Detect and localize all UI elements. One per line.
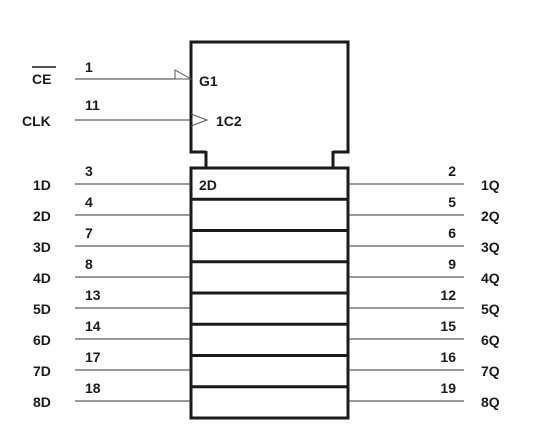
input-pins: 1D 3 2D 4 3D 7 4D 8 5D 13 6D 14 7D 17 8D 18: [33, 163, 191, 410]
output-label: 3Q: [481, 239, 500, 255]
output-label: 7Q: [481, 363, 500, 379]
output-pin-number: 6: [448, 225, 456, 241]
output-pin-number: 16: [440, 349, 456, 365]
output-pin-number: 15: [440, 318, 456, 334]
output-label: 6Q: [481, 332, 500, 348]
clock-edge-icon: [190, 113, 209, 127]
ce-qualifier: G1: [199, 73, 218, 89]
control-block: [189, 40, 350, 154]
input-label: 4D: [33, 270, 51, 286]
clk-label: CLK: [22, 113, 51, 129]
output-label: 8Q: [481, 394, 500, 410]
first-cell-label: 2D: [199, 177, 217, 193]
output-label: 4Q: [481, 270, 500, 286]
input-label: 1D: [33, 177, 51, 193]
input-pin-number: 14: [85, 318, 101, 334]
input-pin-number: 3: [85, 163, 93, 179]
input-label: 7D: [33, 363, 51, 379]
input-pin-number: 17: [85, 349, 101, 365]
output-pin-number: 12: [440, 287, 456, 303]
output-pin-number: 9: [448, 256, 456, 272]
input-pin-number: 4: [85, 194, 93, 210]
input-pin-number: 18: [85, 380, 101, 396]
output-label: 5Q: [481, 301, 500, 317]
ce-polarity-icon: [174, 69, 193, 80]
output-label: 1Q: [481, 177, 500, 193]
input-pin-number: 8: [85, 256, 93, 272]
input-label: 8D: [33, 394, 51, 410]
ce-label: CE: [32, 71, 51, 87]
input-label: 6D: [33, 332, 51, 348]
output-pin-number: 5: [448, 194, 456, 210]
output-pin-number: 19: [440, 380, 456, 396]
input-pin-number: 13: [85, 287, 101, 303]
input-pin-number: 7: [85, 225, 93, 241]
input-label: 2D: [33, 208, 51, 224]
clk-qualifier: 1C2: [216, 113, 242, 129]
output-pins: 1Q 2 2Q 5 3Q 6 4Q 9 5Q 12 6Q 15 7Q 16 8Q 19: [348, 163, 500, 410]
input-label: 3D: [33, 239, 51, 255]
cell-dividers: [191, 197, 348, 389]
output-label: 2Q: [481, 208, 500, 224]
clk-pin-number: 11: [85, 97, 100, 113]
ce-pin-number: 1: [85, 59, 93, 75]
output-pin-number: 2: [448, 163, 456, 179]
input-label: 5D: [33, 301, 51, 317]
